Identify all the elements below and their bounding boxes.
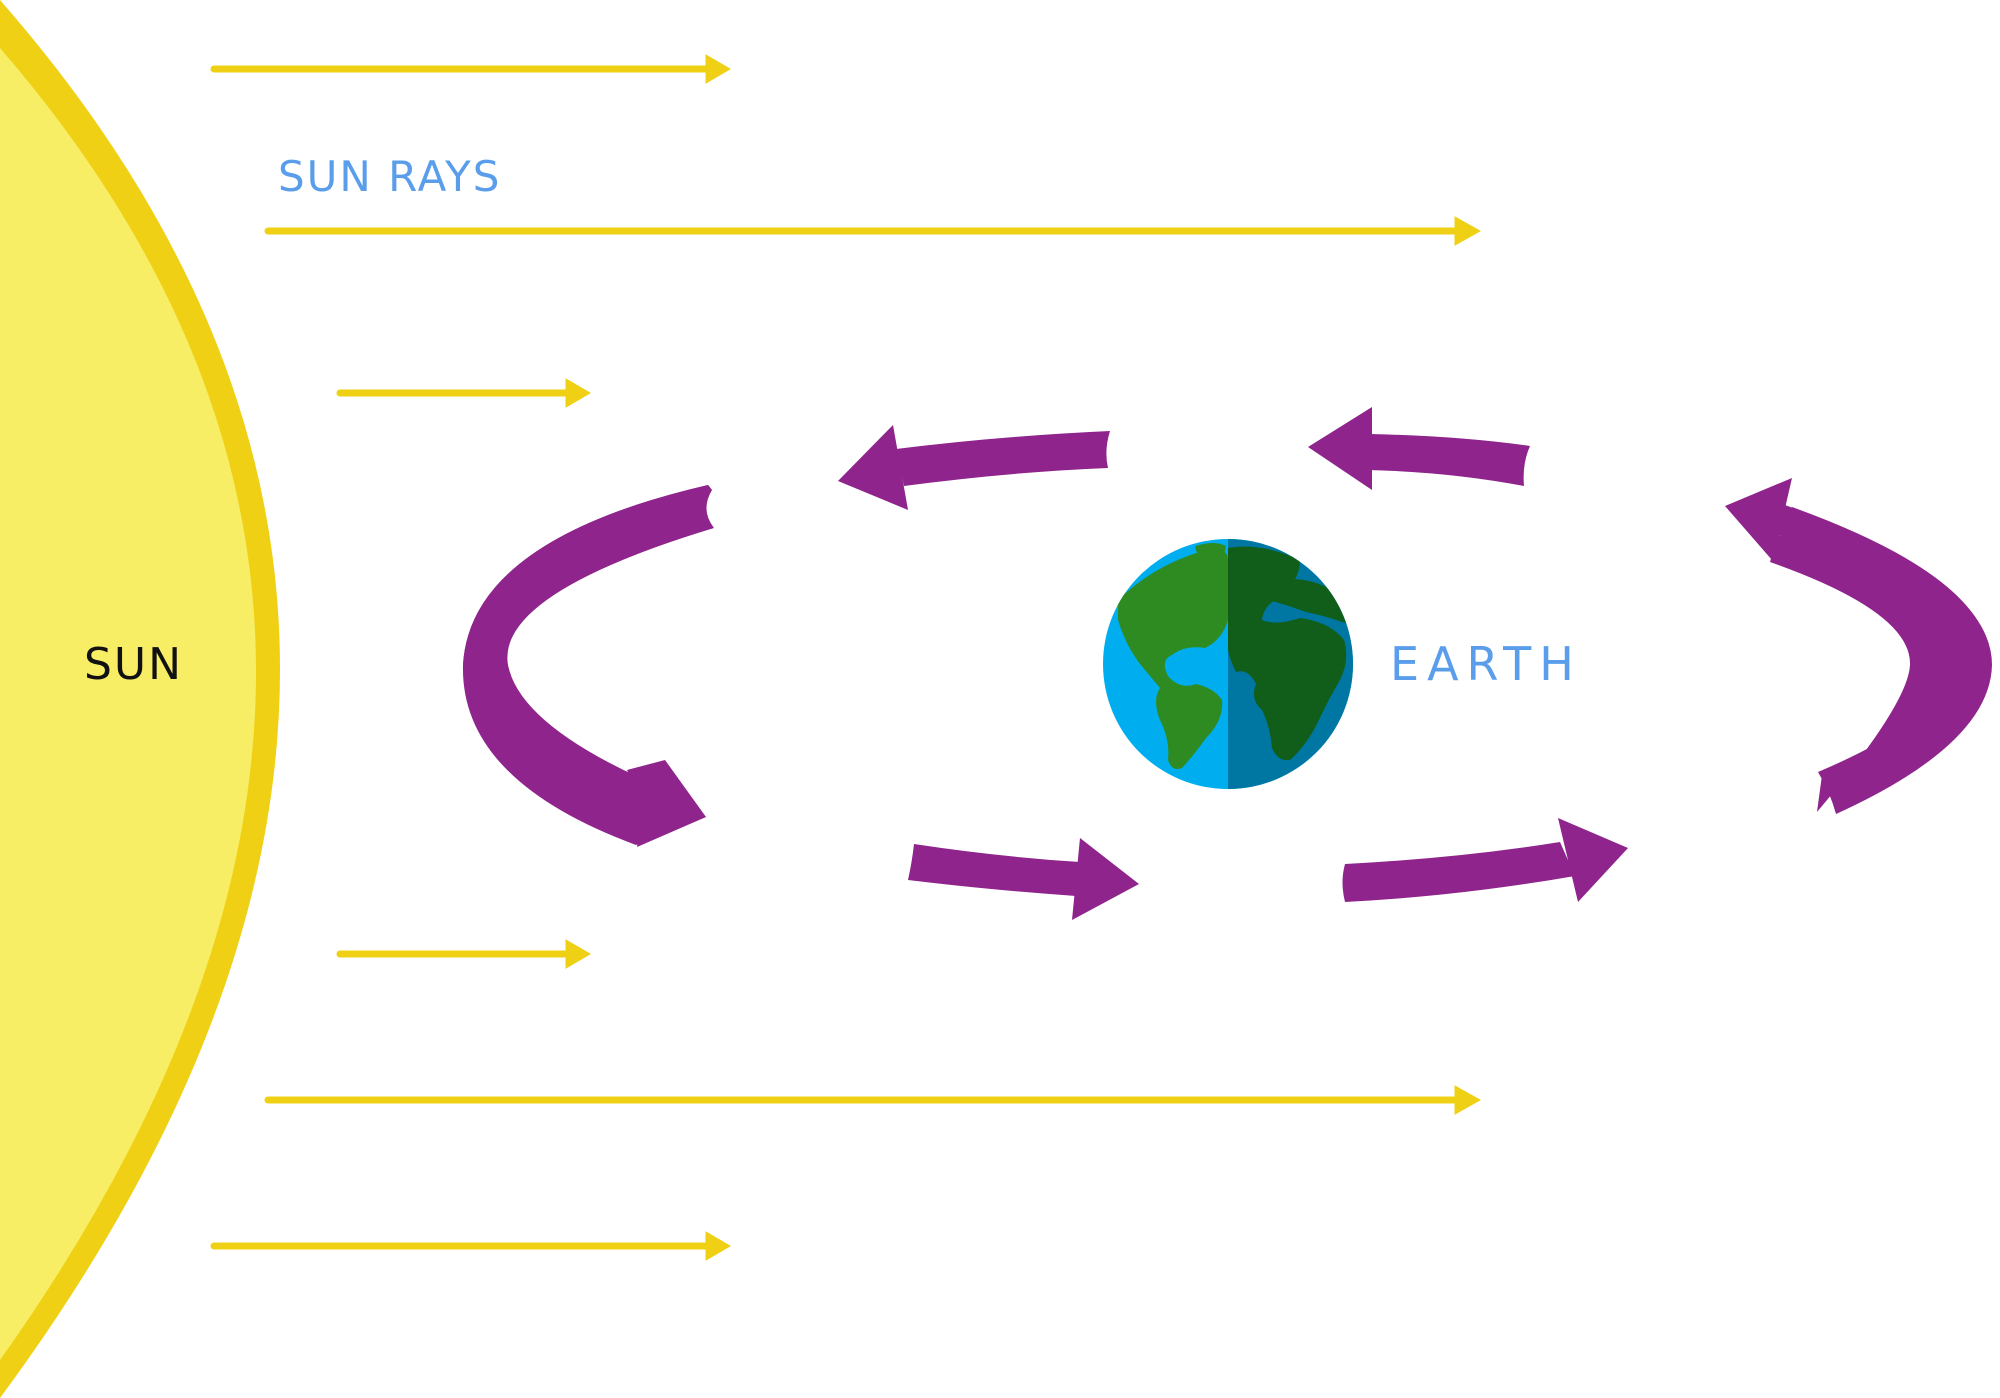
sun-rays: [210, 54, 1482, 1261]
sun-rays-label: SUN RAYS: [278, 152, 502, 201]
sun-ray-6: [210, 1231, 731, 1261]
sun-label: SUN: [84, 639, 184, 690]
orbit-arrow-bottom-right: [1342, 818, 1628, 902]
earth-label: EARTH: [1390, 637, 1582, 691]
orbit-arrows: [462, 407, 1992, 920]
orbit-arrow-right: [1725, 478, 1992, 814]
orbit-arrow-top-right: [1308, 407, 1530, 490]
orbit-arrow-top-mid: [838, 425, 1110, 510]
orbit-arrow-bottom-mid: [908, 838, 1139, 920]
sun-ray-3: [336, 378, 591, 408]
europe-land: [1268, 579, 1349, 624]
sun-ray-1: [210, 54, 731, 84]
earth-globe-icon: [1103, 539, 1353, 789]
sun-ray-5: [264, 1085, 1482, 1115]
sun-body: [0, 48, 256, 1360]
sun-ray-2: [264, 216, 1482, 246]
sun: [0, 0, 280, 1398]
americas-land: [1118, 548, 1228, 769]
greenland-land: [1195, 543, 1226, 566]
eurafrica-land: [1228, 546, 1347, 761]
orbit-arrow-left: [462, 485, 714, 847]
sun-ray-4: [336, 939, 591, 969]
